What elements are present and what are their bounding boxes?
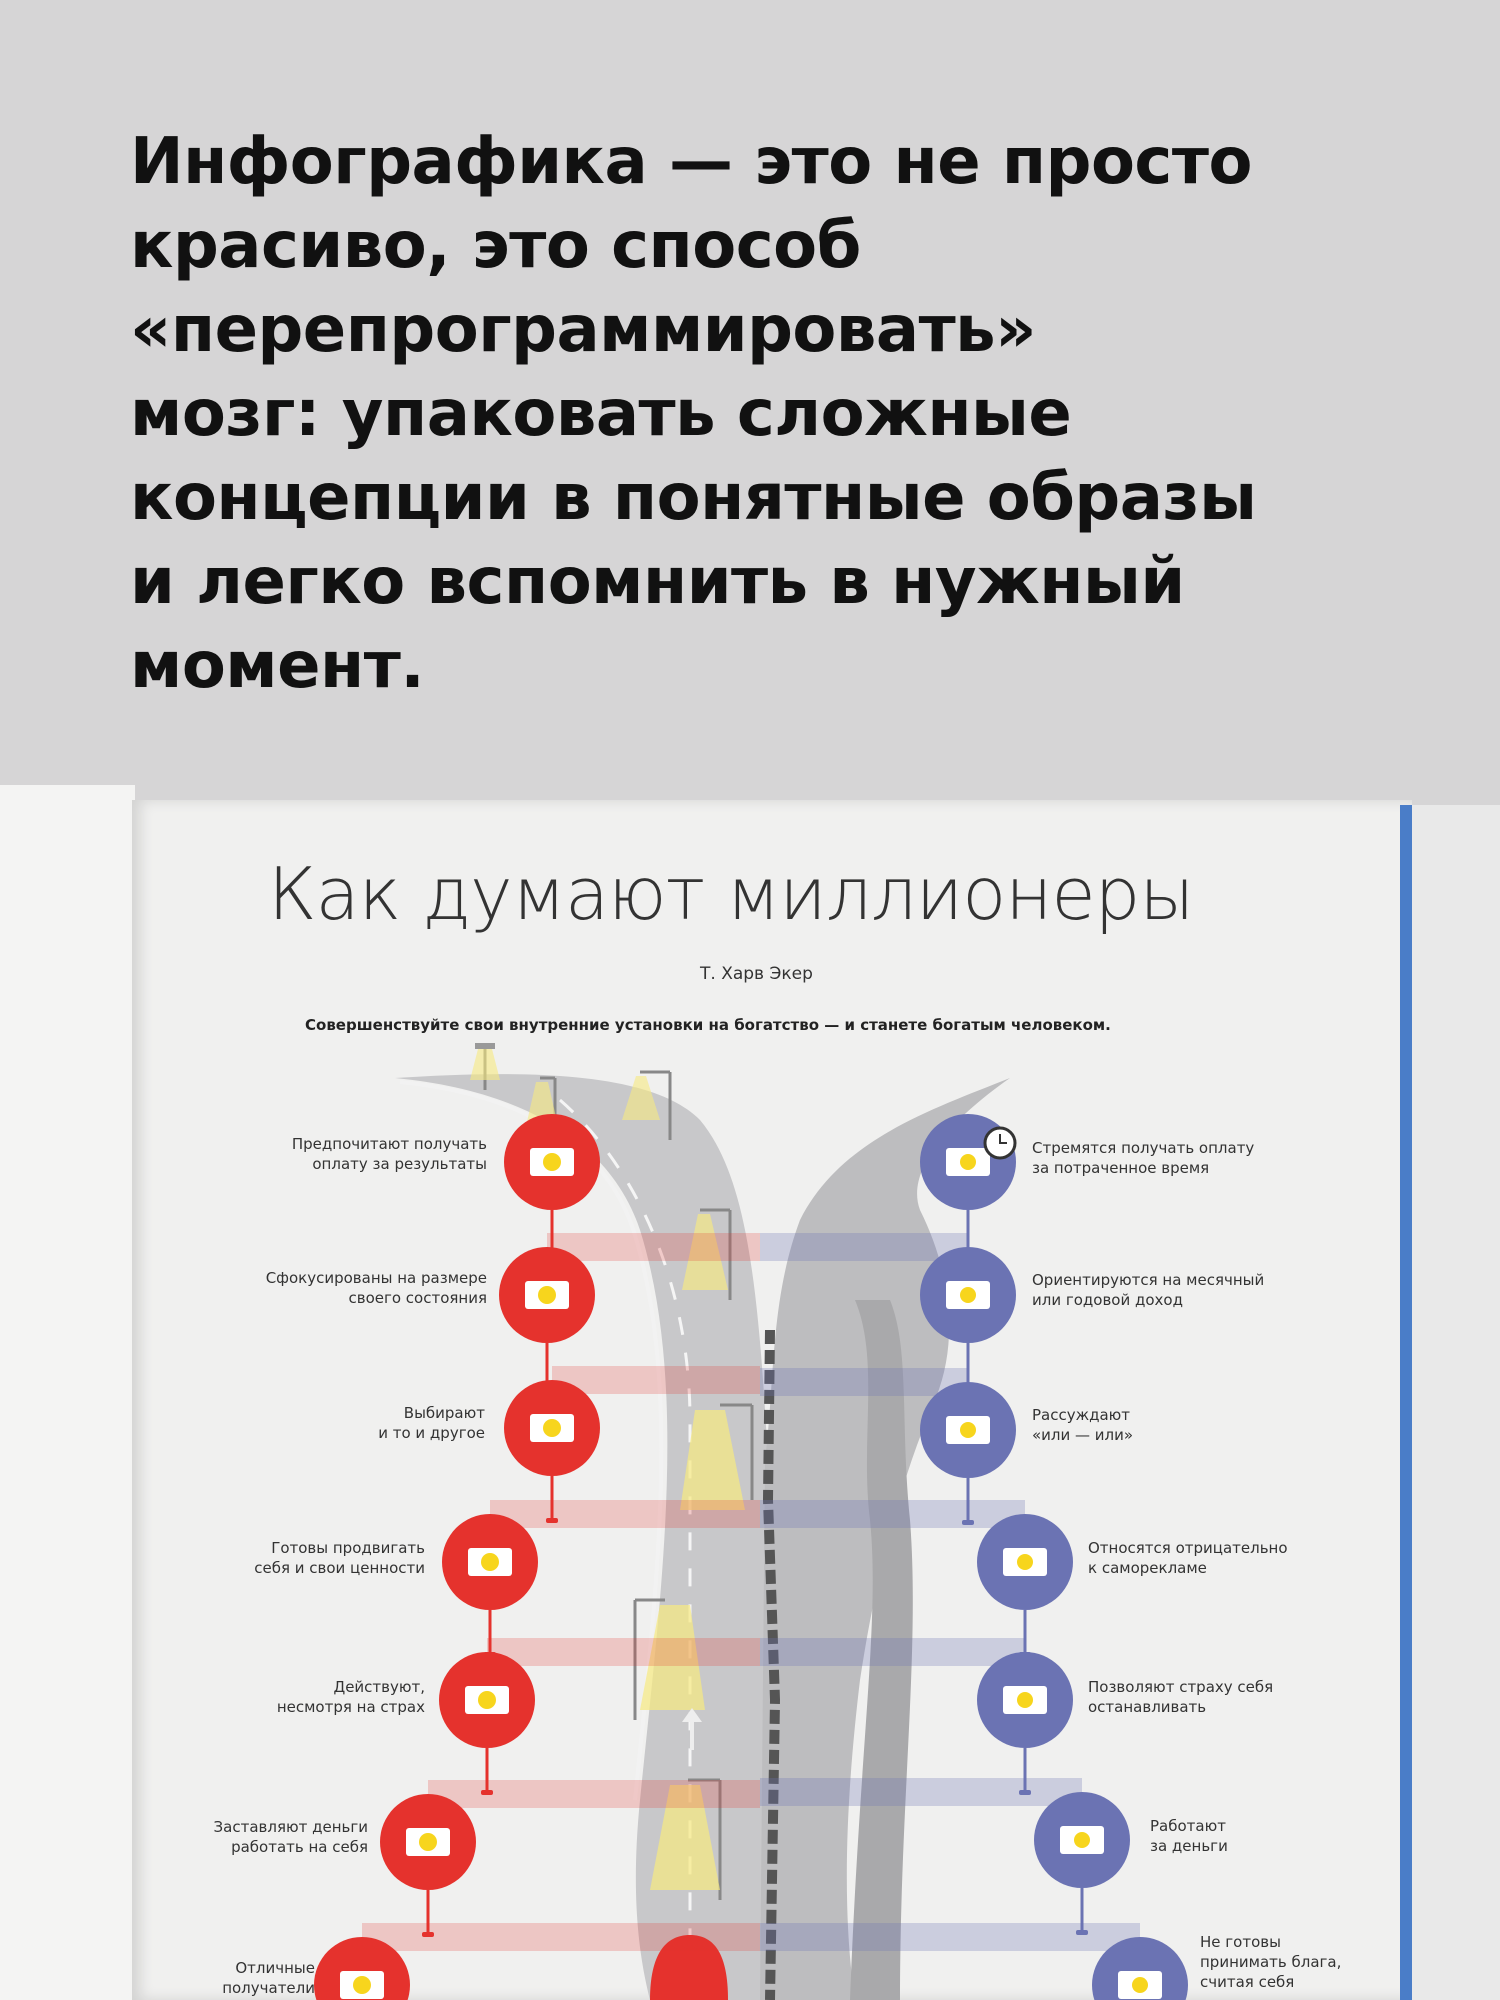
headline-line: момент. <box>130 629 425 703</box>
right-node <box>920 1382 1016 1525</box>
road-left <box>395 1074 790 2000</box>
left-band <box>547 1233 760 1261</box>
right-band <box>760 1923 1140 1951</box>
hiding-icon <box>1003 1686 1047 1714</box>
left-node <box>504 1114 600 1257</box>
infographic-title: Как думают миллионеры <box>268 852 1194 936</box>
book-spread <box>0 785 1500 2000</box>
left-band <box>362 1923 760 1951</box>
right-band <box>760 1500 1025 1528</box>
clock-icon <box>983 1126 1017 1160</box>
right-band <box>760 1778 1082 1806</box>
lamp-icon <box>622 1070 672 1140</box>
right-node <box>977 1514 1073 1657</box>
lamp-icon <box>633 1598 705 1720</box>
right-band <box>760 1233 968 1261</box>
right-label: Рассуждают«или — или» <box>1032 1406 1134 1444</box>
receiving-hands-icon <box>340 1971 384 1999</box>
left-node <box>380 1794 476 1937</box>
money-award-icon <box>530 1148 574 1176</box>
left-band <box>490 1500 760 1528</box>
no-megaphone-icon <box>1003 1548 1047 1576</box>
lamp-icon <box>680 1403 754 1510</box>
headline: Инфографика — это не просто красиво, это… <box>130 120 1380 708</box>
headline-line: концепции в понятные образы <box>130 461 1257 535</box>
left-node <box>442 1514 538 1657</box>
cliff-right <box>850 1300 913 2000</box>
right-band <box>760 1638 1025 1666</box>
left-band <box>487 1638 760 1666</box>
headline-line: красиво, это способ <box>130 209 861 283</box>
left-node <box>439 1652 535 1795</box>
headline-line: мозг: упаковать сложные <box>130 377 1072 451</box>
promoter-icon <box>468 1548 512 1576</box>
calculator-icon <box>946 1281 990 1309</box>
left-band <box>552 1366 760 1394</box>
right-band <box>760 1368 968 1396</box>
left-node <box>499 1247 595 1390</box>
lamp-icon <box>682 1208 732 1300</box>
left-node <box>504 1380 600 1523</box>
infographic-tagline: Совершенствуйте свои внутренние установк… <box>305 1016 1111 1034</box>
choice-icon <box>946 1416 990 1444</box>
left-band <box>428 1780 760 1808</box>
right-node <box>977 1652 1073 1795</box>
hero-icon <box>465 1686 509 1714</box>
right-page <box>1412 805 1500 2000</box>
safe-icon <box>525 1281 569 1309</box>
road-left-edge <box>399 1080 664 1801</box>
lamp-icon <box>650 1778 722 1900</box>
road-arrow-icon <box>682 1708 702 1722</box>
road-crack <box>762 1329 781 2000</box>
lamp-icon <box>470 1043 500 1090</box>
headline-line: Инфографика — это не просто <box>130 125 1252 199</box>
left-page <box>0 785 135 2000</box>
left-node <box>314 1937 410 2000</box>
shapes-icon <box>530 1414 574 1442</box>
page-edge <box>1400 805 1412 2000</box>
worker-icon <box>1060 1826 1104 1854</box>
headline-line: и легко вспомнить в нужный <box>130 545 1185 619</box>
infographic-author: Т. Харв Экер <box>700 964 813 984</box>
road-centerline <box>559 1098 692 2000</box>
headline-line: «перепрограммировать» <box>130 293 1036 367</box>
car-icon <box>650 1935 728 2000</box>
refuse-icon <box>1118 1971 1162 1999</box>
left-label: Действуют,несмотря на страх <box>276 1678 425 1716</box>
right-node <box>1092 1937 1188 2000</box>
clock-money-icon <box>946 1148 990 1176</box>
right-node <box>1034 1792 1130 1935</box>
money-around-icon <box>406 1828 450 1856</box>
road-arrow-icon <box>690 1720 694 1750</box>
